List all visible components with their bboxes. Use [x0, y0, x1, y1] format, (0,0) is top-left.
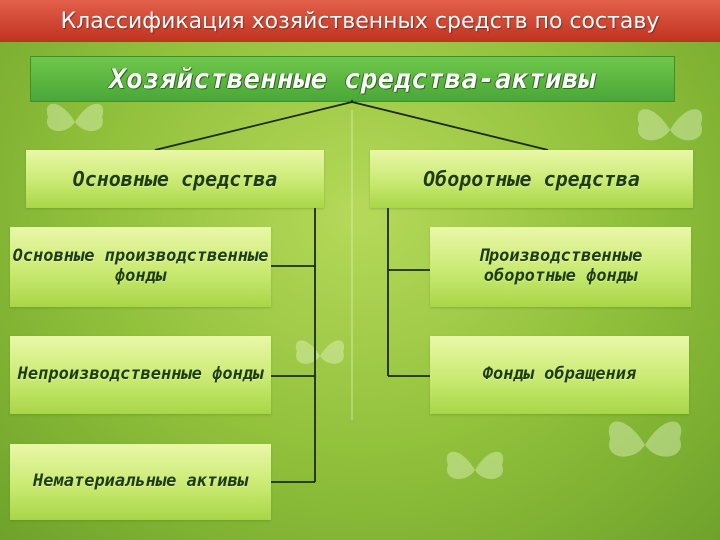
item-label: Фонды обращения	[482, 364, 637, 385]
root-node-label: Хозяйственные средства-активы	[109, 63, 596, 95]
item-node: Основные производственные фонды	[10, 227, 271, 307]
butterfly-decoration-icon	[46, 103, 104, 132]
butterfly-decoration-icon	[608, 421, 682, 457]
item-label: Производственные оборотные фонды	[478, 246, 643, 286]
slide-title: Классификация хозяйственных средств по с…	[60, 8, 660, 34]
item-node: Производственные оборотные фонды	[430, 227, 691, 307]
category-node-fixed-assets: Основные средства	[26, 150, 324, 208]
butterfly-decoration-icon	[637, 109, 703, 141]
slide-header-banner: Классификация хозяйственных средств по с…	[0, 0, 720, 42]
butterfly-decoration-icon	[295, 340, 345, 364]
connector-root-left	[154, 101, 353, 151]
item-node: Фонды обращения	[430, 336, 689, 414]
item-label: Основные производственные фонды	[12, 246, 269, 286]
category-label: Основные средства	[72, 166, 278, 191]
item-node: Нематериальные активы	[10, 444, 271, 520]
item-label: Непроизводственные фонды	[17, 364, 264, 385]
category-label: Оборотные средства	[423, 166, 640, 191]
connector-root-right	[351, 101, 549, 151]
butterfly-decoration-icon	[446, 451, 504, 480]
item-node: Непроизводственные фонды	[10, 336, 271, 414]
item-label: Нематериальные активы	[33, 471, 248, 492]
category-node-current-assets: Оборотные средства	[370, 150, 693, 208]
